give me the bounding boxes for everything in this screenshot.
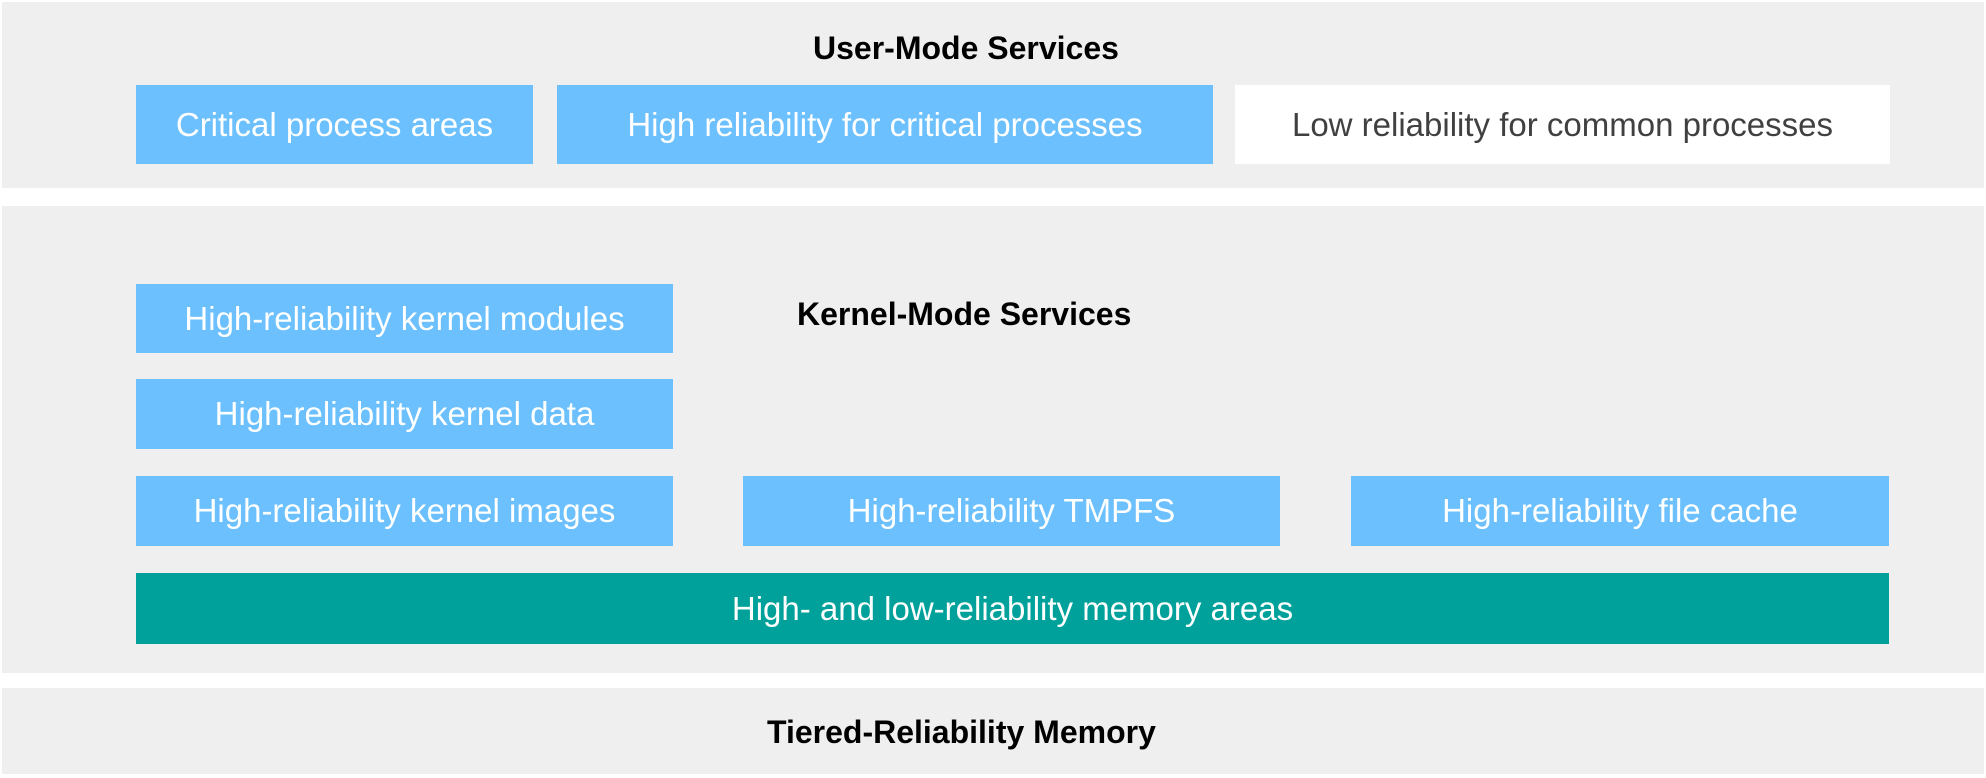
user-mode-title: User-Mode Services (813, 30, 1119, 66)
tiered-memory-layer: Tiered-Reliability Memory (2, 688, 1984, 774)
user-mode-layer: User-Mode Services Critical process area… (2, 2, 1984, 188)
kernel-modules-box: High-reliability kernel modules (136, 284, 673, 353)
kernel-data-box: High-reliability kernel data (136, 379, 673, 449)
kernel-images-box: High-reliability kernel images (136, 476, 673, 546)
file-cache-box: High-reliability file cache (1351, 476, 1889, 546)
kernel-mode-title: Kernel-Mode Services (797, 296, 1132, 332)
critical-process-areas-box: Critical process areas (136, 85, 533, 164)
tmpfs-box: High-reliability TMPFS (743, 476, 1280, 546)
memory-areas-bar: High- and low-reliability memory areas (136, 573, 1889, 644)
low-reliability-common-processes-box: Low reliability for common processes (1235, 85, 1890, 164)
kernel-mode-layer: Kernel-Mode Services High-reliability ke… (2, 206, 1984, 673)
tiered-memory-title: Tiered-Reliability Memory (767, 714, 1156, 750)
high-reliability-critical-processes-box: High reliability for critical processes (557, 85, 1213, 164)
